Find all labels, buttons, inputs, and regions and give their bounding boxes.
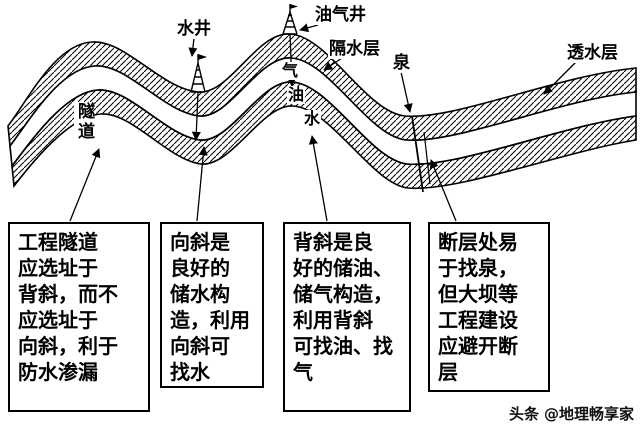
note1-leader-arrow: [69, 148, 101, 222]
water-well-label: 水井: [176, 19, 212, 39]
fault-lines-icon: [411, 115, 431, 193]
note-box-anticline-oil-gas: 背斜是良 好的储油、 储气构造， 利用背斜 可找油、找 气: [283, 222, 411, 412]
spring-label: 泉: [392, 53, 411, 73]
oil-gas-well-label: 油气井: [314, 5, 367, 25]
note-box-syncline-water: 向斜是 良好的 储水构 造，利用 向斜可 找水: [160, 222, 264, 388]
note4-leader-arrow: [429, 159, 457, 222]
note-box-tunnel-siting: 工程隧道 应选址于 背斜，而不 应选址于 向斜，利于 防水渗漏: [8, 222, 150, 412]
permeable-layer-label: 透水层: [566, 43, 619, 63]
water-well-derrick-icon: [190, 54, 207, 93]
lower-impermeable-band: [11, 81, 637, 190]
gas-label: 气: [281, 61, 300, 80]
water-well-label-arrow: [188, 37, 198, 57]
note-box-fault-spring: 断层处易 于找泉， 但大坝等 工程建设 应避开断 层: [428, 222, 550, 392]
water-label: 水: [303, 109, 322, 128]
tunnel-label: 隧道: [74, 102, 94, 142]
impermeable-layer-label: 隔水层: [328, 39, 381, 59]
watermark-handle: @地理畅享家: [543, 405, 634, 423]
oil-gas-well-derrick-icon: [282, 4, 298, 35]
watermark: 头条@地理畅享家: [509, 403, 634, 424]
oil-label: 油: [287, 85, 306, 104]
impermeable-label-arrow: [323, 57, 343, 71]
watermark-brand: 头条: [508, 405, 539, 423]
permeable-label-arrow: [543, 61, 577, 95]
water-well-bore-arrow: [191, 91, 201, 141]
spring-label-arrow: [400, 71, 413, 113]
oil-gas-well-label-arrow: [299, 23, 319, 33]
note2-leader-arrow: [196, 146, 208, 222]
note3-leader-arrow: [308, 135, 328, 222]
